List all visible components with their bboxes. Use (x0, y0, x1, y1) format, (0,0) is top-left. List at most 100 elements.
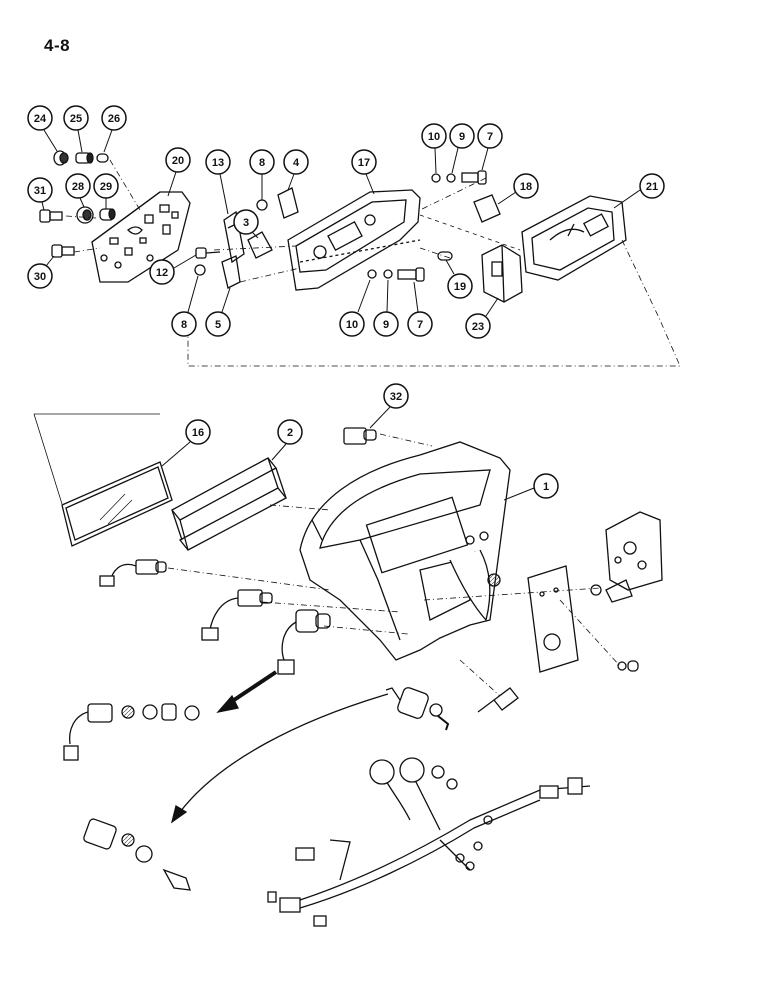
connector-4 (277, 187, 299, 219)
callout-9-upper: 9 (449, 123, 475, 174)
clip-3 (247, 231, 273, 259)
svg-text:5: 5 (215, 319, 221, 331)
circuit-board-20 (91, 191, 191, 283)
glass-lens-16 (61, 461, 173, 547)
callout-20: 20 (165, 147, 191, 197)
svg-text:10: 10 (428, 131, 440, 143)
washer-right (590, 584, 602, 596)
lens-19 (437, 251, 453, 261)
callout-12: 12 (149, 254, 197, 285)
nut-8 (256, 199, 268, 211)
svg-text:18: 18 (520, 181, 532, 193)
ignition-switch (385, 687, 450, 731)
callout-13: 13 (205, 149, 231, 215)
callout-5: 5 (205, 287, 231, 337)
callout-bubbles: 24 25 26 20 31 28 29 30 13 8 4 3 12 8 5 … (27, 105, 665, 501)
arrow-detail-a (216, 670, 278, 714)
svg-text:23: 23 (472, 321, 484, 333)
plate-18 (473, 194, 501, 223)
svg-text:10: 10 (346, 319, 358, 331)
callout-30: 30 (27, 255, 55, 289)
callout-28: 28 (65, 173, 91, 208)
callout-19: 19 (445, 259, 473, 299)
svg-text:9: 9 (383, 319, 389, 331)
nut-8-lower (194, 264, 206, 276)
washer-bolt-set-lower (367, 267, 425, 282)
svg-text:8: 8 (259, 157, 265, 169)
switch-harness-lower (277, 609, 331, 675)
page-number: 4-8 (44, 36, 71, 55)
callout-31: 31 (27, 177, 53, 211)
assembly-leader-lines (65, 159, 681, 367)
svg-text:32: 32 (390, 391, 402, 403)
switch-32 (343, 427, 377, 445)
arrow-detail-b (170, 693, 389, 824)
bulb-lower-right (617, 660, 639, 672)
seal-2 (171, 457, 287, 551)
callout-32: 32 (369, 383, 409, 429)
callout-16: 16 (161, 419, 211, 467)
svg-text:4: 4 (293, 157, 300, 169)
svg-text:31: 31 (34, 185, 46, 197)
callout-17: 17 (351, 149, 377, 195)
svg-text:8: 8 (181, 319, 187, 331)
callout-18: 18 (497, 173, 539, 205)
switch-23 (481, 244, 523, 303)
callout-10-upper: 10 (421, 123, 447, 174)
ignition-exploded-detail (83, 818, 191, 891)
callout-8-upper: 8 (249, 149, 275, 200)
callout-23: 23 (465, 297, 499, 339)
wiring-harness (267, 757, 591, 927)
callout-10-lower: 10 (339, 279, 371, 337)
instrument-cluster-assembly (39, 150, 681, 367)
callout-9-lower: 9 (373, 279, 399, 337)
callout-3: 3 (233, 209, 259, 239)
svg-text:1: 1 (543, 481, 549, 493)
callout-4: 4 (283, 149, 309, 191)
gauge-plate (527, 565, 579, 673)
callout-7-upper: 7 (477, 123, 503, 171)
switch-harness-middle (201, 589, 273, 641)
svg-text:24: 24 (34, 113, 47, 125)
callout-1: 1 (503, 473, 559, 501)
washer-bolt-set-upper (431, 170, 487, 185)
callout-2: 2 (271, 419, 303, 461)
svg-text:30: 30 (34, 271, 46, 283)
svg-text:25: 25 (70, 113, 82, 125)
screw-12 (195, 247, 221, 259)
callout-24: 24 (27, 105, 58, 152)
mounting-bolt (477, 687, 519, 713)
svg-text:28: 28 (72, 181, 84, 193)
switch-harness-upper (99, 559, 167, 587)
bulb-socket-parts (53, 150, 109, 166)
gauge-cover (605, 511, 663, 591)
gauge-panel-21 (521, 195, 627, 281)
callout-7-lower: 7 (407, 281, 433, 337)
svg-text:7: 7 (417, 319, 423, 331)
instrument-housing-17 (287, 189, 521, 291)
callout-26: 26 (101, 105, 127, 153)
callout-8-lower: 8 (171, 275, 199, 337)
svg-text:29: 29 (100, 181, 112, 193)
svg-text:21: 21 (646, 181, 658, 193)
callout-21: 21 (613, 173, 665, 209)
svg-text:16: 16 (192, 427, 204, 439)
callout-25: 25 (63, 105, 89, 153)
svg-text:20: 20 (172, 155, 184, 167)
svg-text:9: 9 (459, 131, 465, 143)
svg-text:3: 3 (243, 217, 249, 229)
svg-text:26: 26 (108, 113, 120, 125)
clip-5 (221, 255, 241, 289)
svg-text:2: 2 (287, 427, 293, 439)
callout-29: 29 (93, 173, 119, 209)
svg-text:19: 19 (454, 281, 466, 293)
lamp-right (605, 579, 633, 603)
dashboard-cowl-1 (299, 441, 511, 661)
switch-exploded-detail (63, 703, 200, 761)
svg-text:7: 7 (487, 131, 493, 143)
svg-text:13: 13 (212, 157, 224, 169)
svg-text:17: 17 (358, 157, 370, 169)
fastener-parts-left (39, 206, 116, 258)
